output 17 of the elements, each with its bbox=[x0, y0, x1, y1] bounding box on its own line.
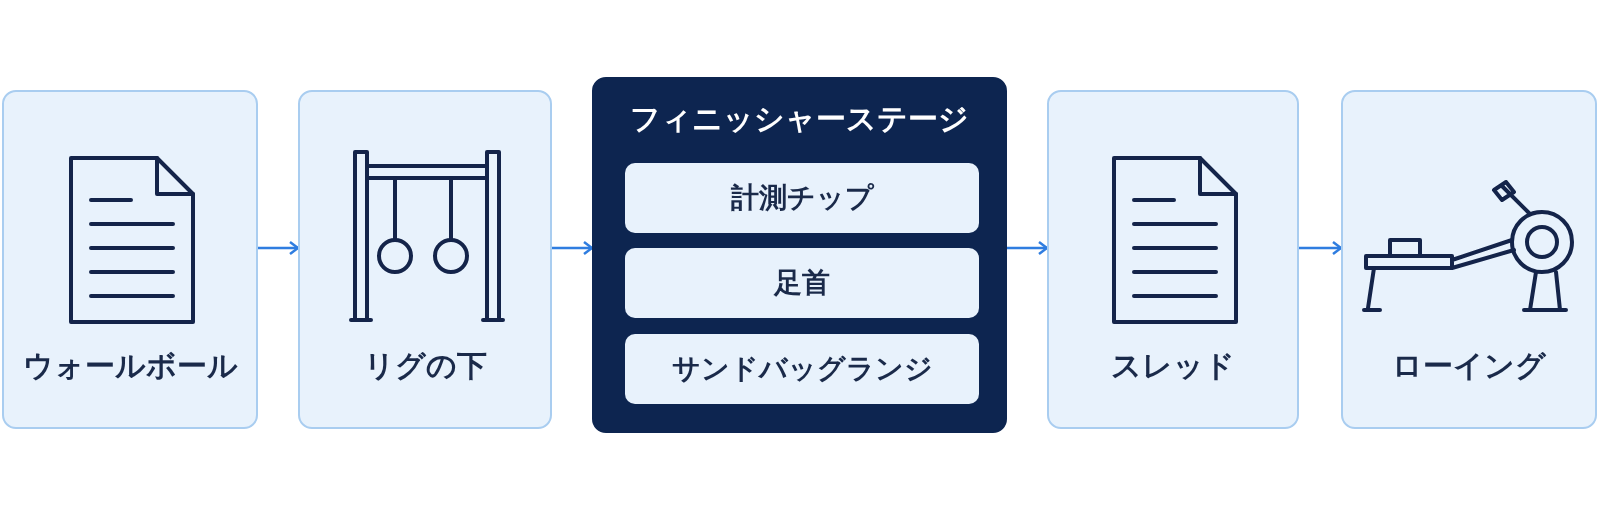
arrow bbox=[1007, 240, 1049, 256]
step-box bbox=[1047, 90, 1299, 429]
exercise-box: サンドバッグランジ bbox=[625, 334, 979, 404]
step-box bbox=[298, 90, 552, 429]
step-box bbox=[2, 90, 258, 429]
step-label: ウォールボール bbox=[21, 347, 239, 385]
arrow bbox=[1299, 240, 1343, 256]
exercise-box: 足首 bbox=[625, 248, 979, 318]
stage-title: フィニッシャーステージ bbox=[629, 100, 970, 138]
stage-panel bbox=[592, 77, 1007, 433]
arrow bbox=[552, 240, 594, 256]
step-box bbox=[1341, 90, 1597, 429]
step-label: リグの下 bbox=[362, 347, 488, 385]
arrow bbox=[258, 240, 300, 256]
exercise-box: 計測チップ bbox=[625, 163, 979, 233]
step-label: ローイング bbox=[1391, 347, 1547, 385]
step-label: スレッド bbox=[1110, 347, 1236, 385]
